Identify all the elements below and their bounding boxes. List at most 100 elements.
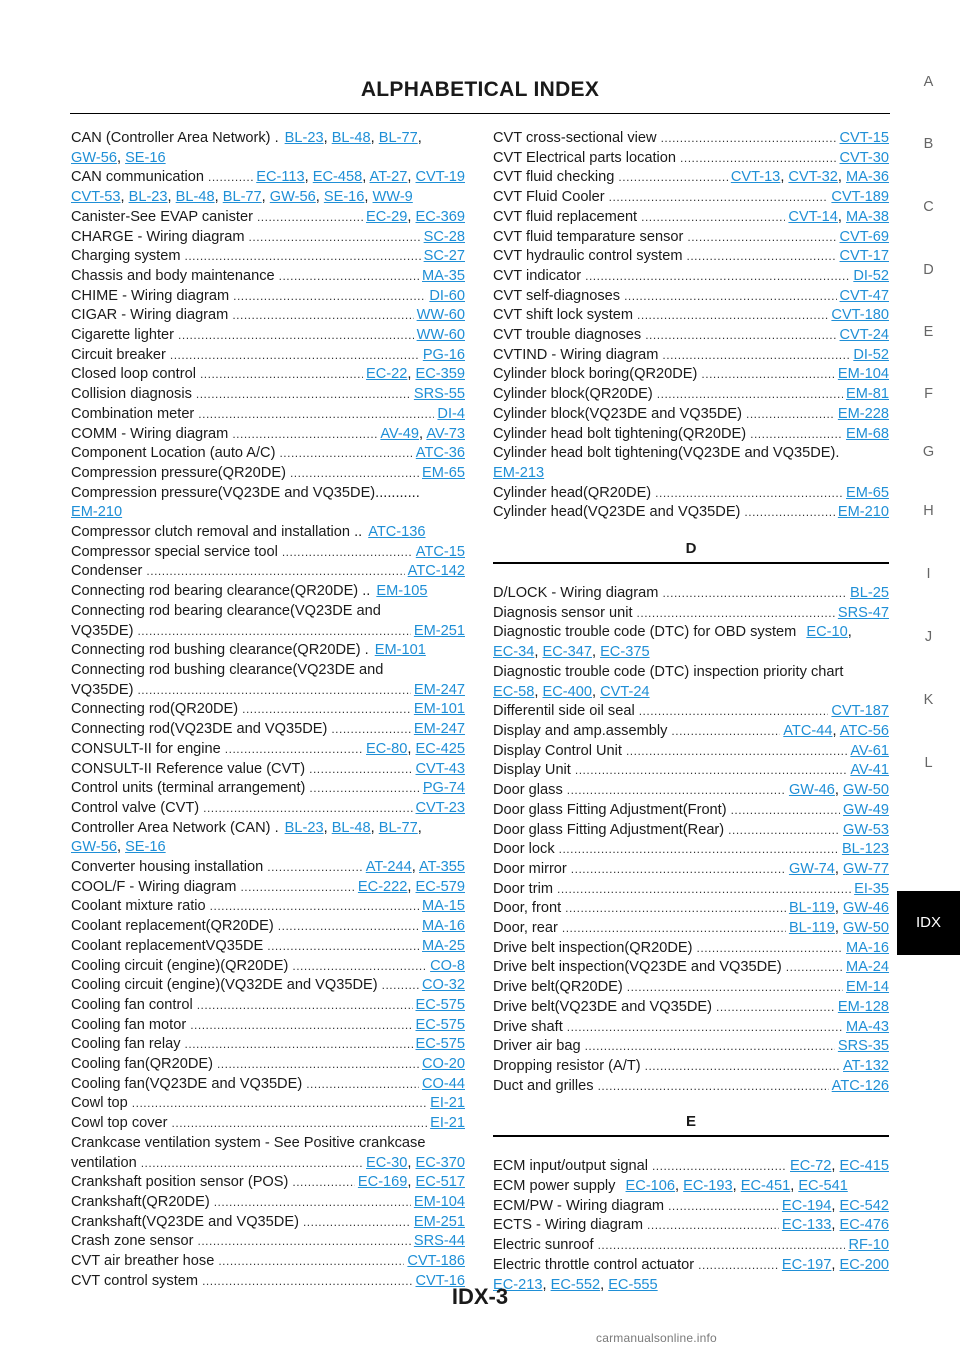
page-ref-link[interactable]: EC-517 [415,1174,465,1191]
page-ref-link[interactable]: EM-68 [846,425,889,442]
page-ref-link[interactable]: EI-35 [854,880,889,897]
page-ref-link[interactable]: EC-133 [781,1217,832,1234]
section-tab-a[interactable]: A [923,74,934,90]
page-ref-link[interactable]: ATC-136 [368,524,426,541]
page-ref-link[interactable]: EM-210 [71,504,123,521]
section-tab-k[interactable]: K [923,692,934,708]
page-ref-link[interactable]: MA-35 [422,267,465,284]
page-ref-link[interactable]: EM-251 [413,1213,465,1230]
page-ref-link[interactable]: GW-56 [71,149,117,166]
page-ref-link[interactable]: EC-370 [415,1154,465,1171]
page-ref-link[interactable]: EC-575 [415,1036,465,1053]
page-ref-link[interactable]: BL-48 [331,819,371,836]
page-ref-link[interactable]: SC-27 [423,248,465,265]
page-ref-link[interactable]: EC-555 [608,1276,658,1293]
page-ref-link[interactable]: ATC-56 [839,722,889,739]
page-ref-link[interactable]: EC-200 [839,1256,889,1273]
page-ref-link[interactable]: AV-41 [850,762,889,779]
page-ref-link[interactable]: EC-58 [493,683,535,700]
page-ref-link[interactable]: EC-72 [790,1158,832,1175]
page-ref-link[interactable]: EI-21 [430,1115,465,1132]
page-ref-link[interactable]: BL-23 [128,189,168,206]
page-ref-link[interactable]: EC-194 [781,1197,832,1214]
page-ref-link[interactable]: EM-210 [837,504,889,521]
page-ref-link[interactable]: CVT-187 [831,703,889,720]
page-ref-link[interactable]: CVT-186 [407,1253,465,1270]
page-ref-link[interactable]: EM-14 [846,979,889,996]
page-ref-link[interactable]: SE-16 [125,839,166,856]
page-ref-link[interactable]: EM-105 [376,583,428,600]
page-ref-link[interactable]: EC-415 [839,1158,889,1175]
page-ref-link[interactable]: BL-25 [850,585,889,602]
section-tab-i[interactable]: I [926,566,931,582]
page-ref-link[interactable]: SRS-47 [837,604,889,621]
page-ref-link[interactable]: GW-53 [843,821,889,838]
section-tab-g[interactable]: G [922,444,935,460]
page-ref-link[interactable]: EM-65 [846,484,889,501]
page-ref-link[interactable]: EM-128 [837,998,889,1015]
page-ref-link[interactable]: EC-113 [256,169,305,186]
page-ref-link[interactable]: EM-251 [413,622,465,639]
page-ref-link[interactable]: EC-10 [806,624,848,641]
section-tab-f[interactable]: F [924,386,933,402]
page-ref-link[interactable]: EC-579 [415,878,465,895]
section-tab-j[interactable]: J [924,629,933,645]
page-ref-link[interactable]: EC-451 [740,1178,791,1195]
page-ref-link[interactable]: MA-16 [846,939,889,956]
page-ref-link[interactable]: GW-56 [269,189,316,206]
page-ref-link[interactable]: CVT-53 [71,189,121,206]
page-ref-link[interactable]: MA-16 [422,918,465,935]
page-ref-link[interactable]: AV-49 [380,425,420,442]
page-ref-link[interactable]: AT-355 [419,859,465,876]
page-ref-link[interactable]: BL-119 [788,920,835,937]
page-ref-link[interactable]: EC-542 [839,1197,889,1214]
page-ref-link[interactable]: EC-106 [625,1178,676,1195]
page-ref-link[interactable]: CVT-43 [415,760,465,777]
page-ref-link[interactable]: RF-10 [848,1237,889,1254]
page-ref-link[interactable]: AT-27 [369,169,408,186]
page-ref-link[interactable]: SE-16 [323,189,365,206]
page-ref-link[interactable]: SRS-44 [413,1233,465,1250]
page-ref-link[interactable]: DI-4 [437,405,465,422]
page-ref-link[interactable]: EM-247 [413,721,465,738]
page-ref-link[interactable]: GW-50 [843,920,889,937]
page-ref-link[interactable]: EC-222 [357,878,408,895]
page-ref-link[interactable]: EC-400 [542,683,592,700]
page-ref-link[interactable]: EC-197 [781,1256,832,1273]
page-ref-link[interactable]: EC-347 [542,644,592,661]
page-ref-link[interactable]: DI-52 [853,267,889,284]
page-ref-link[interactable]: CVT-19 [415,169,465,186]
page-ref-link[interactable]: MA-43 [846,1018,889,1035]
page-ref-link[interactable]: EM-228 [837,405,889,422]
page-ref-link[interactable]: CVT-16 [415,1272,465,1289]
page-ref-link[interactable]: WW-9 [372,189,413,206]
page-ref-link[interactable]: BL-48 [331,130,371,146]
section-tab-e[interactable]: E [923,324,934,340]
page-ref-link[interactable]: WW-60 [416,307,465,324]
page-ref-link[interactable]: BL-23 [284,130,324,146]
page-ref-link[interactable]: GW-56 [71,839,117,856]
page-ref-link[interactable]: BL-77 [378,130,418,146]
page-ref-link[interactable]: CVT-69 [839,228,889,245]
page-ref-link[interactable]: CVT-47 [839,287,889,304]
page-ref-link[interactable]: GW-49 [843,801,889,818]
page-ref-link[interactable]: EM-101 [413,701,465,718]
page-ref-link[interactable]: PG-16 [422,346,465,363]
page-ref-link[interactable]: CVT-24 [600,683,650,700]
page-ref-link[interactable]: GW-77 [843,860,889,877]
page-ref-link[interactable]: EM-104 [413,1193,465,1210]
page-ref-link[interactable]: EC-425 [415,740,465,757]
page-ref-link[interactable]: BL-23 [284,819,324,836]
page-ref-link[interactable]: EC-575 [415,996,465,1013]
page-ref-link[interactable]: EM-247 [413,681,465,698]
page-ref-link[interactable]: DI-60 [429,287,465,304]
page-ref-link[interactable]: EM-81 [846,386,889,403]
page-ref-link[interactable]: CVT-13 [730,169,781,186]
page-ref-link[interactable]: EM-213 [493,464,545,481]
page-ref-link[interactable]: SRS-55 [413,386,465,403]
page-ref-link[interactable]: CVT-24 [839,327,889,344]
page-ref-link[interactable]: EC-169 [357,1174,408,1191]
page-ref-link[interactable]: CVT-23 [415,799,465,816]
page-ref-link[interactable]: ATC-142 [407,563,465,580]
page-ref-link[interactable]: EC-34 [493,644,535,661]
